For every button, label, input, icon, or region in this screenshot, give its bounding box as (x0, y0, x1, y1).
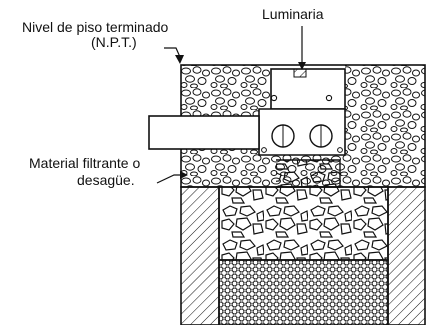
fixture-arrow-icon (298, 62, 306, 70)
fixture-label: Luminaria (262, 6, 324, 22)
gravel-top-notch (276, 159, 341, 188)
gravel-drainage-layer (218, 186, 389, 261)
floor-level-leader (164, 47, 181, 58)
lamp-top-icon (293, 68, 307, 78)
conduit-pipe (148, 115, 260, 150)
floor-level-label-line2: (N.P.T.) (91, 34, 137, 50)
junction-body (258, 108, 346, 156)
filter-leader (156, 174, 182, 184)
housing-screw-icon (325, 94, 333, 102)
housing-screw-icon (270, 94, 278, 102)
floor-level-arrow-icon (175, 55, 184, 64)
pebble-layer-right (345, 65, 425, 187)
filter-material-label-line2: desagüe. (77, 172, 135, 188)
floor-level-label-line1: Nivel de piso terminado (22, 19, 169, 35)
luminaire-housing (270, 68, 346, 110)
filter-arrow-icon (180, 171, 188, 179)
fine-sand-layer-2 (219, 260, 388, 325)
hatched-wall-right (387, 186, 426, 325)
body-screw-icon (337, 147, 343, 153)
filter-material-label-line1: Material filtrante o (29, 155, 141, 171)
body-screw-icon (261, 147, 267, 153)
hatched-wall-left (180, 186, 220, 325)
